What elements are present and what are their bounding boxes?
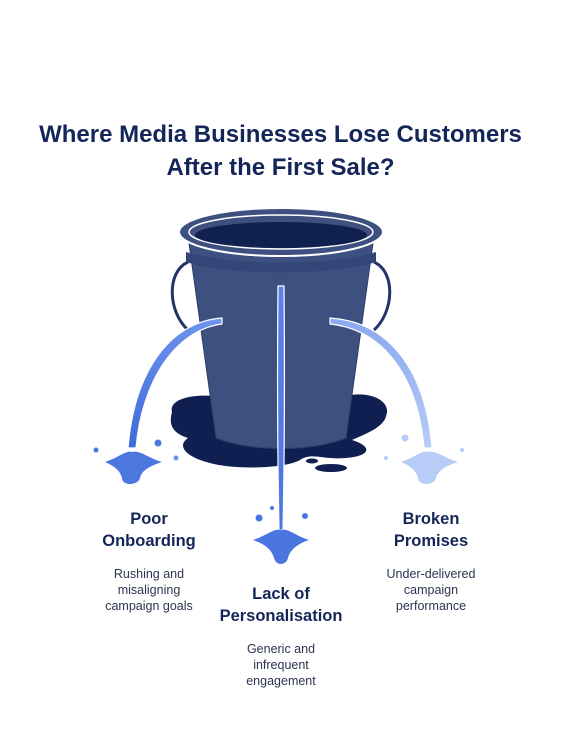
- description-line: engagement: [246, 674, 316, 688]
- leak-description: Generic and infrequent engagement: [196, 641, 366, 689]
- heading-line: Onboarding: [102, 532, 196, 550]
- heading-line: Personalisation: [219, 607, 343, 625]
- leak-description: Under-delivered campaign performance: [348, 566, 514, 614]
- description-line: performance: [395, 599, 467, 613]
- leak-poor-onboarding: Poor Onboarding Rushing and misaligning …: [66, 508, 232, 614]
- leak-broken-promises: Broken Promises Under-delivered campaign…: [348, 508, 514, 614]
- description-line: misaligning: [117, 583, 181, 597]
- title-line-1: Where Media Businesses Lose Customers: [39, 121, 522, 148]
- title-line-2: After the First Sale?: [166, 154, 395, 181]
- heading-line: Promises: [393, 532, 469, 550]
- description-line: campaign: [403, 583, 459, 597]
- heading-line: Poor: [130, 510, 168, 528]
- leak-heading: Lack of Personalisation: [196, 583, 366, 627]
- leak-heading: Poor Onboarding: [66, 508, 232, 552]
- description-line: Under-delivered: [386, 567, 476, 581]
- page-title: Where Media Businesses Lose Customers Af…: [0, 118, 561, 184]
- heading-line: Lack of: [252, 585, 310, 603]
- description-line: Rushing and: [113, 567, 185, 581]
- heading-line: Broken: [402, 510, 460, 528]
- description-line: infrequent: [253, 658, 309, 672]
- right-leak-stream: [329, 317, 464, 484]
- bucket-handles: [170, 260, 392, 332]
- description-line: campaign goals: [105, 599, 193, 613]
- leak-lack-of-personalisation: Lack of Personalisation Generic and infr…: [196, 583, 366, 689]
- left-leak-stream: [93, 317, 223, 484]
- leak-heading: Broken Promises: [348, 508, 514, 552]
- description-line: Generic and: [246, 642, 316, 656]
- center-leak-stream: [253, 285, 309, 564]
- leak-description: Rushing and misaligning campaign goals: [66, 566, 232, 614]
